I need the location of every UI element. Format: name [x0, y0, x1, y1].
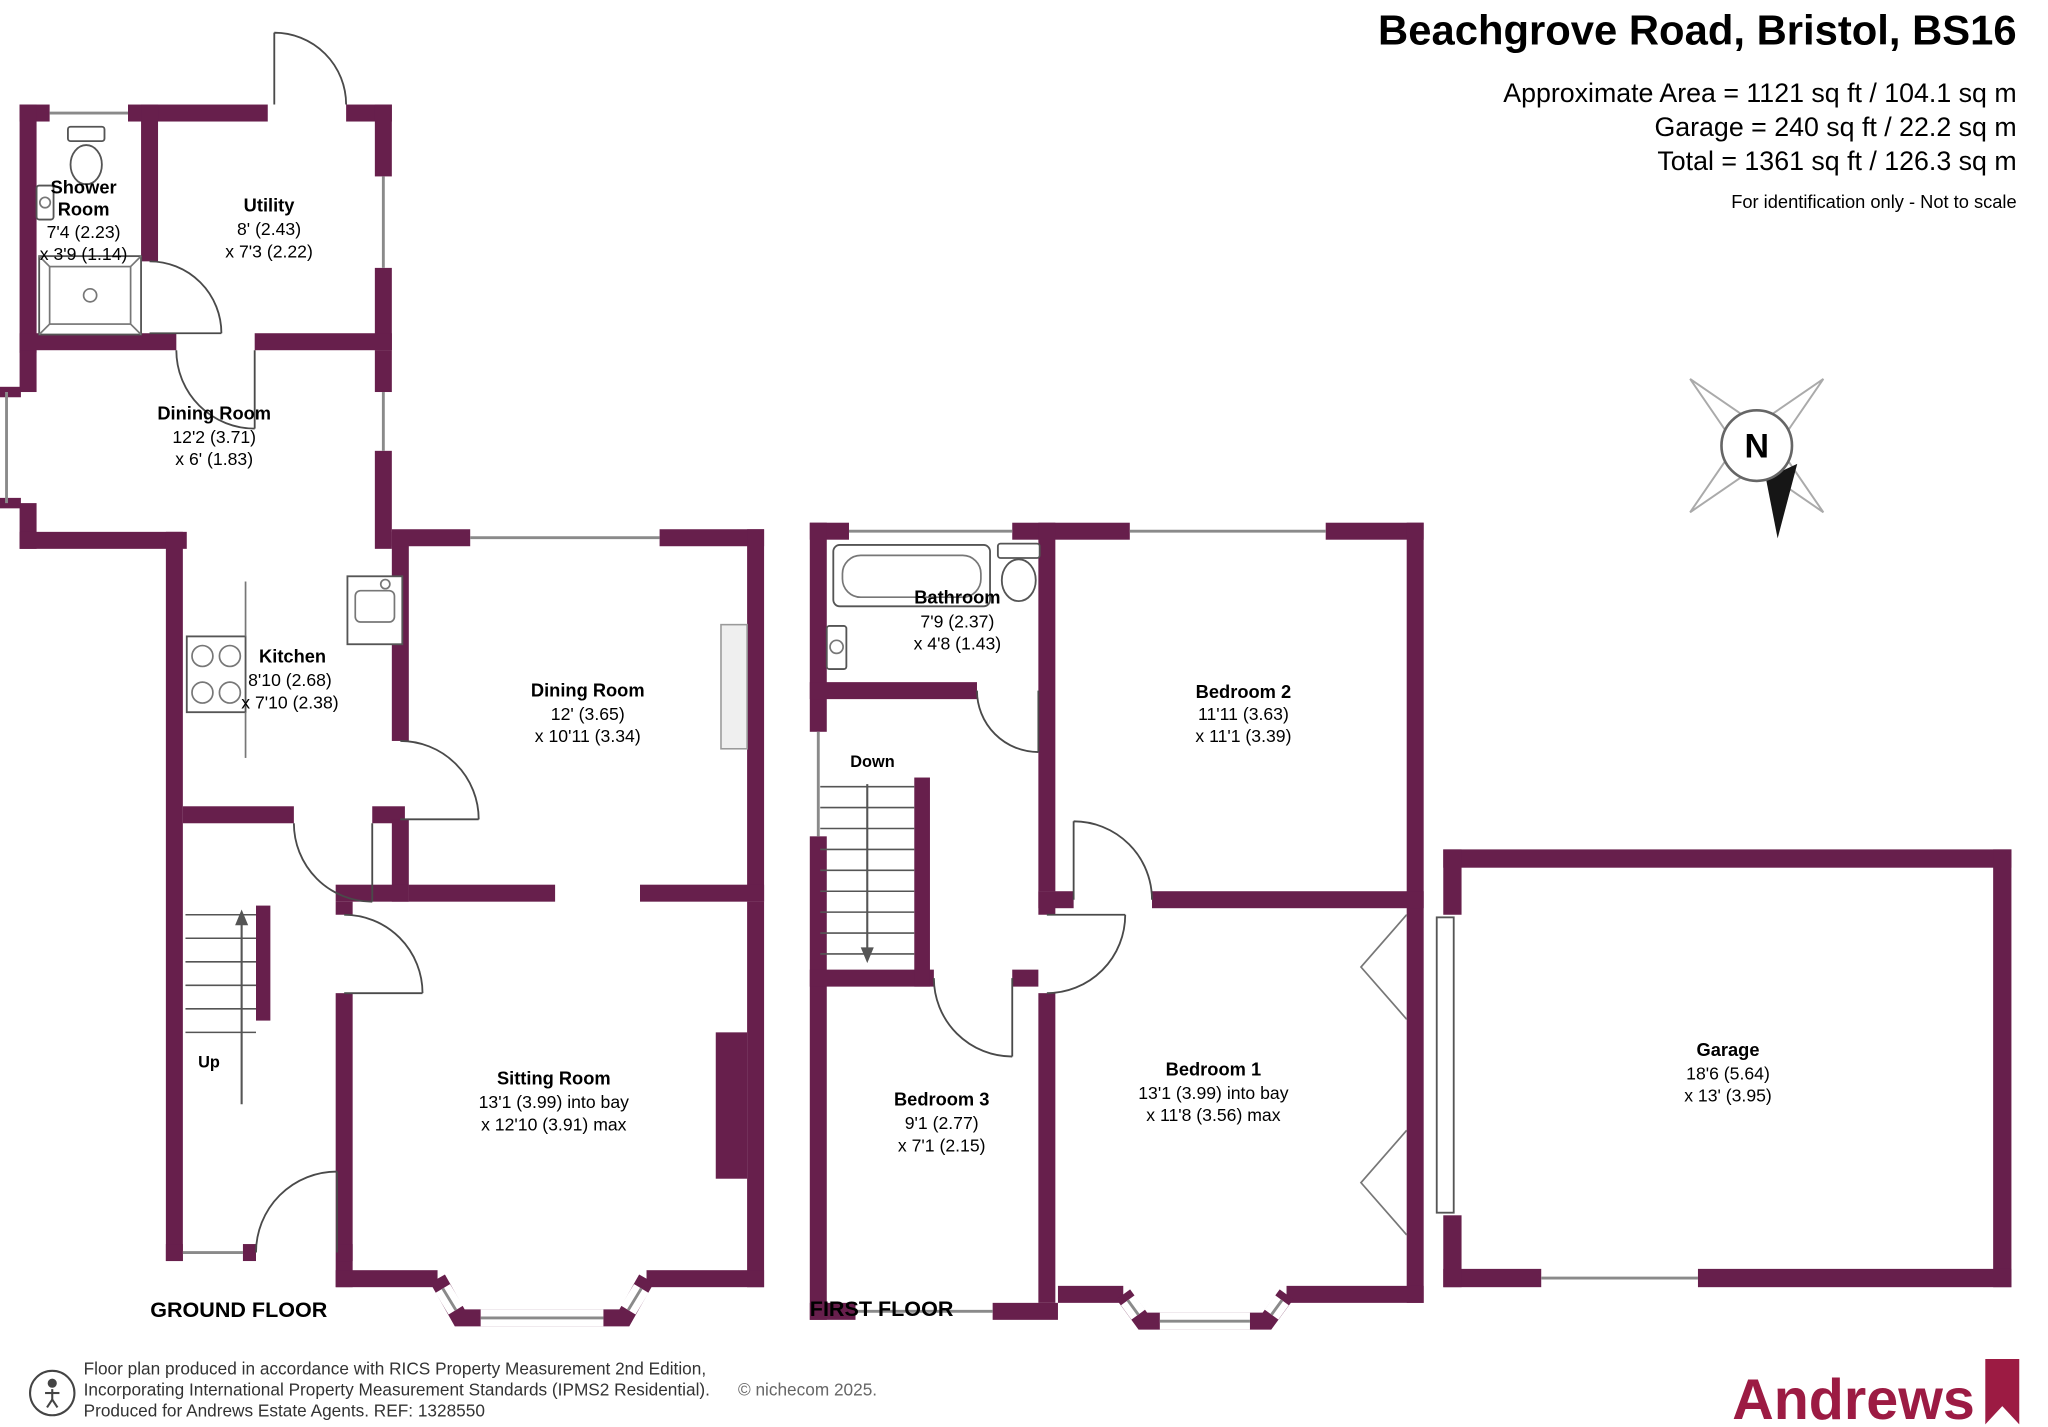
fireplace: [720, 623, 748, 750]
stove-icon: [185, 581, 247, 758]
garage-door: [1435, 916, 1455, 1214]
compass-north-label: N: [1744, 427, 1769, 465]
compass-icon: N: [1689, 378, 1825, 539]
svg-text:x 7'10 (2.38): x 7'10 (2.38): [241, 692, 338, 712]
svg-text:12' (3.65): 12' (3.65): [551, 704, 625, 724]
total-area: Total = 1361 sq ft / 126.3 sq m: [1657, 146, 2016, 176]
garage-area: Garage = 240 sq ft / 22.2 sq m: [1654, 112, 2016, 142]
first-floor-walls: [809, 522, 1424, 1320]
room-label-shower: Shower: [51, 176, 117, 197]
room-label-bedroom1: Bedroom 1: [1166, 1058, 1261, 1079]
brand-pennant-icon: [1985, 1359, 2020, 1425]
svg-text:x 11'1 (3.39): x 11'1 (3.39): [1195, 726, 1291, 746]
svg-text:7'9 (2.37): 7'9 (2.37): [920, 611, 994, 631]
toilet-icon-first-floor: [996, 542, 1041, 603]
svg-text:x 10'11 (3.34): x 10'11 (3.34): [535, 726, 641, 746]
first-floor-windows: [816, 529, 1326, 1330]
sink-icon: [35, 184, 55, 221]
svg-text:x 13' (3.95): x 13' (3.95): [1684, 1086, 1772, 1106]
person-icon: [28, 1369, 76, 1417]
kitchen-sink-icon: [346, 575, 404, 646]
svg-text:x 7'3 (2.22): x 7'3 (2.22): [225, 241, 313, 261]
svg-text:x 7'1 (2.15): x 7'1 (2.15): [898, 1135, 986, 1155]
svg-text:x 11'8 (3.56) max: x 11'8 (3.56) max: [1146, 1105, 1280, 1125]
copyright: © nichecom 2025.: [738, 1380, 877, 1400]
svg-text:8'10 (2.68): 8'10 (2.68): [248, 670, 332, 690]
page-title: Beachgrove Road, Bristol, BS16: [1378, 6, 2017, 53]
garage-plan: Garage 18'6 (5.64) x 13' (3.95): [1435, 849, 2012, 1288]
footer: Floor plan produced in accordance with R…: [28, 1359, 2020, 1427]
first-floor-plan: Bathroom 7'9 (2.37) x 4'8 (1.43) Bedroom…: [809, 522, 1424, 1330]
room-label-dining-small: Dining Room: [157, 402, 271, 423]
header: Beachgrove Road, Bristol, BS16 Approxima…: [1378, 6, 2017, 211]
svg-text:x 3'9 (1.14): x 3'9 (1.14): [40, 244, 128, 264]
garage-walls: [1443, 849, 2012, 1288]
approximate-area: Approximate Area = 1121 sq ft / 104.1 sq…: [1503, 78, 2016, 108]
brand-logo-text: Andrews: [1732, 1368, 1975, 1427]
room-label-kitchen: Kitchen: [259, 646, 326, 667]
svg-text:x 6' (1.83): x 6' (1.83): [175, 449, 253, 469]
stairs-down-label: Down: [850, 753, 894, 771]
first-floor-doors: [932, 690, 1153, 1058]
room-label-utility: Utility: [244, 195, 296, 216]
first-floor-label: FIRST FLOOR: [810, 1296, 954, 1321]
room-label-bathroom: Bathroom: [914, 587, 1000, 608]
room-label-sitting: Sitting Room: [497, 1068, 611, 1089]
ground-floor-plan: Shower Room 7'4 (2.23) x 3'9 (1.14) Util…: [0, 31, 765, 1327]
svg-text:18'6 (5.64): 18'6 (5.64): [1686, 1063, 1770, 1083]
svg-text:9'1 (2.77): 9'1 (2.77): [905, 1113, 979, 1133]
room-label-garage: Garage: [1697, 1039, 1760, 1060]
footer-line2: Incorporating International Property Mea…: [84, 1380, 710, 1400]
footer-line1: Floor plan produced in accordance with R…: [84, 1359, 707, 1379]
svg-text:11'11 (3.63): 11'11 (3.63): [1198, 704, 1289, 724]
toilet-icon: [67, 125, 106, 186]
stairs-up: [185, 909, 256, 1105]
svg-text:13'1 (3.99) into bay: 13'1 (3.99) into bay: [479, 1092, 629, 1112]
room-label-bedroom3: Bedroom 3: [894, 1089, 989, 1110]
ground-floor-walls: [0, 104, 765, 1288]
ground-floor-label: GROUND FLOOR: [150, 1297, 328, 1322]
bathroom-sink-icon: [825, 625, 848, 670]
svg-text:13'1 (3.99) into bay: 13'1 (3.99) into bay: [1138, 1083, 1288, 1103]
footer-line3: Produced for Andrews Estate Agents. REF:…: [84, 1401, 485, 1421]
svg-text:12'2 (3.71): 12'2 (3.71): [172, 427, 256, 447]
room-label-dining: Dining Room: [531, 680, 645, 701]
svg-text:7'4 (2.23): 7'4 (2.23): [47, 222, 121, 242]
stairs-up-label: Up: [198, 1054, 220, 1072]
svg-text:Room: Room: [58, 199, 110, 220]
scale-note: For identification only - Not to scale: [1731, 191, 2016, 212]
svg-text:x 4'8 (1.43): x 4'8 (1.43): [914, 633, 1002, 653]
chimney-alcove-marks: [1359, 914, 1408, 1236]
shower-tray-icon: [38, 255, 142, 336]
svg-text:x 12'10 (3.91) max: x 12'10 (3.91) max: [481, 1114, 627, 1134]
stairs-down: [820, 784, 915, 964]
bathtub-icon: [832, 544, 991, 608]
svg-text:8' (2.43): 8' (2.43): [237, 219, 301, 239]
room-label-bedroom2: Bedroom 2: [1196, 681, 1291, 702]
ground-floor-doors: [149, 31, 480, 1253]
ground-floor-windows: [5, 111, 660, 1327]
